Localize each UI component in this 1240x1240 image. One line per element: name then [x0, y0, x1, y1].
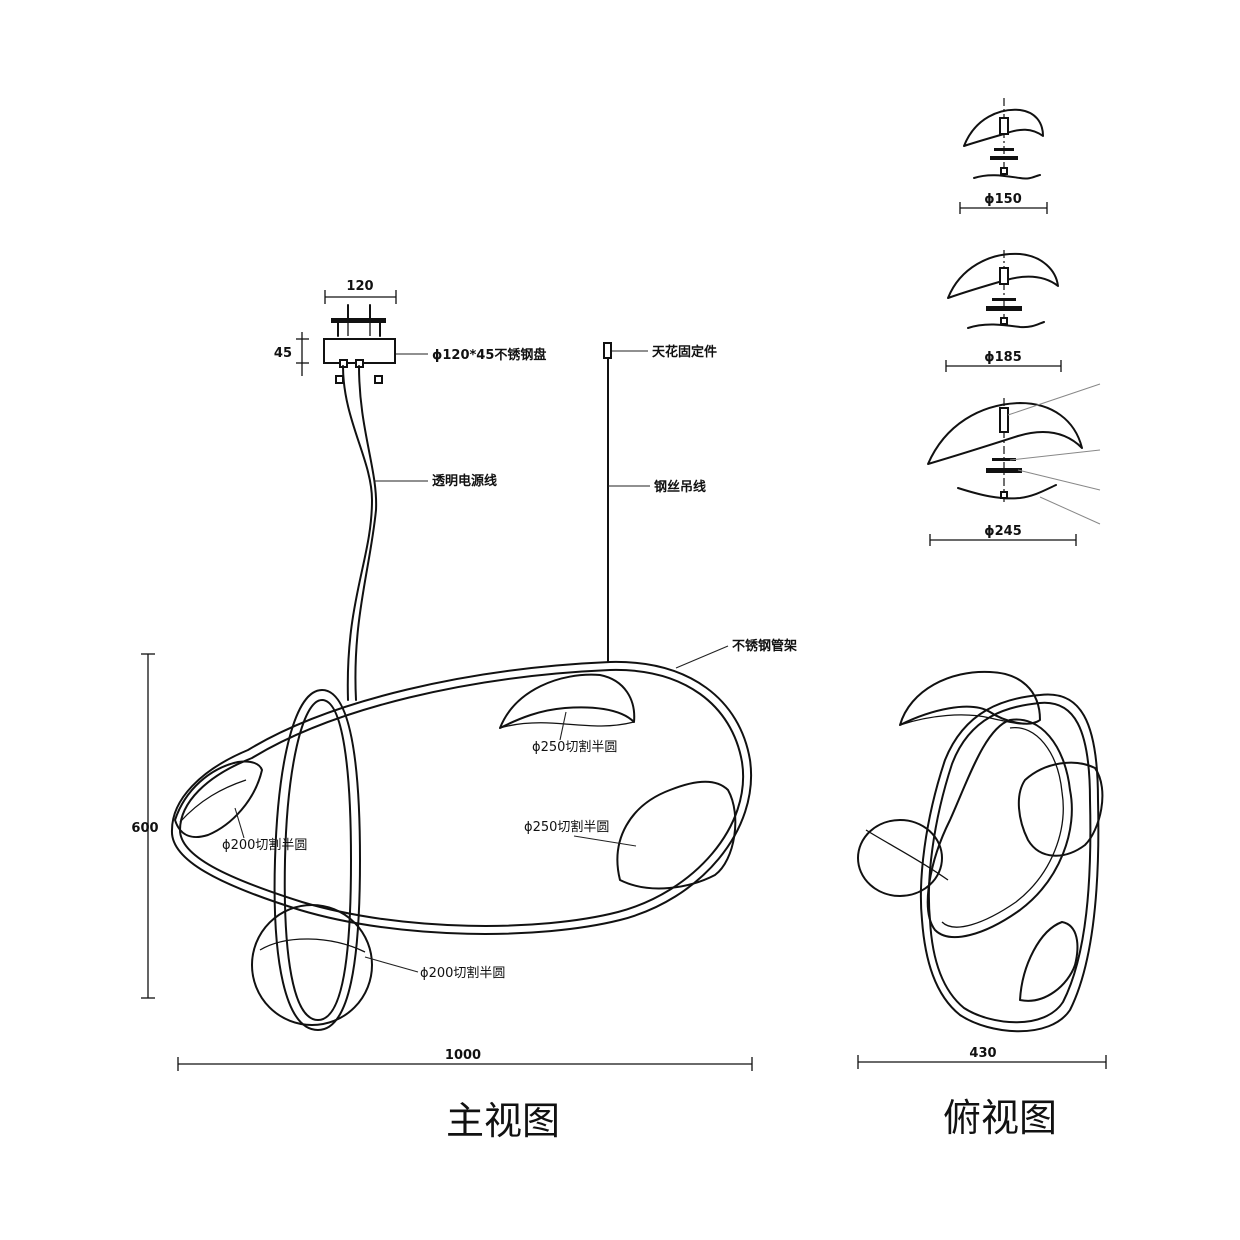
shade-left-label: ϕ200切割半圆 [222, 837, 307, 853]
detail-medium: ϕ185 [945, 250, 1062, 372]
front-view: 120 45 ϕ120*45不锈钢盘 [131, 279, 797, 1143]
detail-small-dimension: ϕ150 [984, 192, 1022, 207]
canopy-height-value: 45 [274, 346, 292, 361]
top-view-loop [926, 718, 1073, 938]
top-view-shade-top [899, 670, 1041, 726]
width-value: 1000 [445, 1048, 481, 1063]
canopy-width-dimension: 120 [324, 279, 397, 304]
shade-top [499, 673, 636, 729]
frame-label: 不锈钢管架 [732, 638, 797, 654]
canopy-screws [331, 304, 386, 337]
ceiling-fixture [603, 342, 612, 359]
stainless-frame [170, 660, 753, 935]
detail-large: ϕ245 [927, 383, 1101, 546]
power-cord-label: 透明电源线 [432, 473, 497, 489]
shade-bottom [251, 904, 373, 1026]
front-view-title: 主视图 [446, 1099, 560, 1143]
detail-small: ϕ150 [959, 98, 1048, 214]
height-value: 600 [131, 821, 158, 836]
shade-right-label: ϕ250切割半圆 [524, 819, 609, 835]
top-view-title: 俯视图 [943, 1096, 1057, 1140]
top-view-frame [919, 693, 1100, 1033]
top-view-shade-left [857, 819, 949, 897]
canopy-width-value: 120 [346, 279, 373, 294]
shade-left [174, 760, 263, 839]
top-view-shade-right [1017, 761, 1104, 857]
wire-label: 钢丝吊线 [654, 479, 706, 495]
canopy-height-dimension: 45 [274, 332, 309, 376]
ceiling-fixture-label: 天花固定件 [652, 344, 717, 360]
height-dimension: 600 [131, 653, 159, 999]
top-view: 430 俯视图 [857, 670, 1107, 1140]
vertical-loop [273, 689, 361, 1031]
shade-right [616, 780, 737, 890]
top-view-width-dimension: 430 [857, 1046, 1107, 1069]
top-view-shade-bottom [1019, 921, 1079, 1002]
canopy-label: ϕ120*45不锈钢盘 [432, 347, 546, 363]
top-view-width-value: 430 [969, 1046, 996, 1061]
width-dimension: 1000 [177, 1048, 753, 1071]
shade-top-label: ϕ250切割半圆 [532, 739, 617, 755]
detail-medium-dimension: ϕ185 [984, 350, 1022, 365]
detail-large-dimension: ϕ245 [984, 524, 1022, 539]
shade-bottom-label: ϕ200切割半圆 [420, 965, 505, 981]
power-cord [342, 365, 373, 701]
